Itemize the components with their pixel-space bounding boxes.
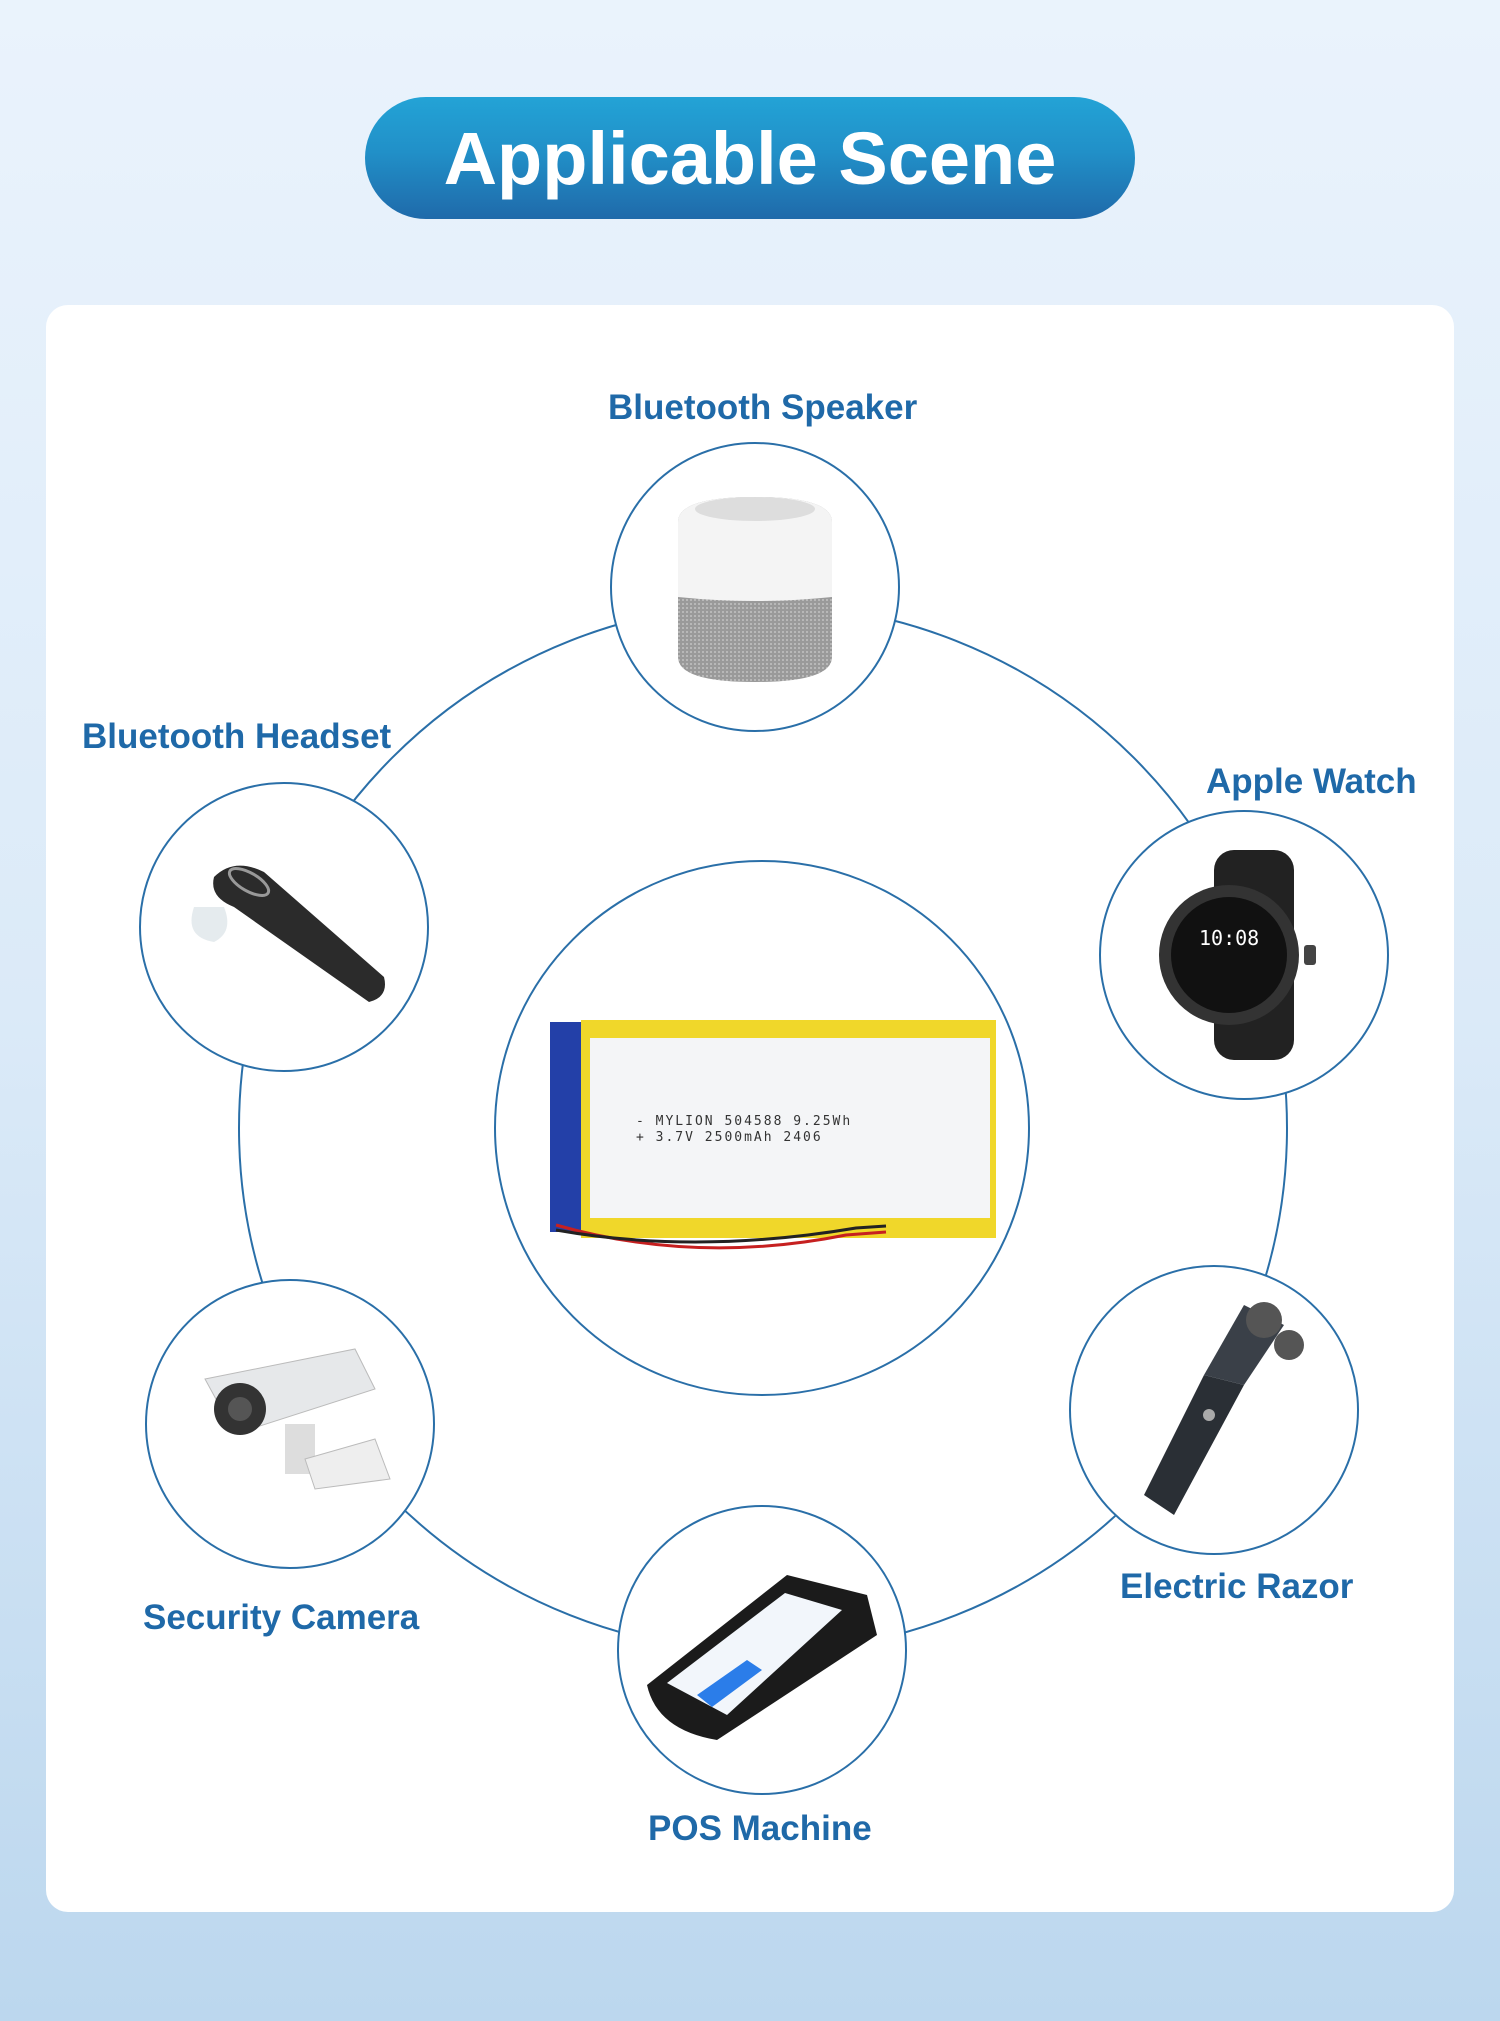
- scene-electric-razor: [1069, 1265, 1359, 1555]
- battery-label-line2: + 3.7V 2500mAh 2406: [636, 1130, 823, 1145]
- scene-label-speaker: Bluetooth Speaker: [608, 388, 918, 427]
- smartwatch-icon: 10:08: [1159, 850, 1316, 1060]
- pos-icon: [647, 1575, 877, 1740]
- scene-label-pos: POS Machine: [648, 1809, 872, 1848]
- scene-label-watch: Apple Watch: [1206, 762, 1417, 801]
- scene-apple-watch: 10:08: [1099, 810, 1389, 1100]
- razor-icon: [1144, 1302, 1304, 1515]
- battery-image-circle: - MYLION 504588 9.25Wh + 3.7V 2500mAh 24…: [494, 860, 1030, 1396]
- battery-label-line1: - MYLION 504588 9.25Wh: [636, 1114, 853, 1129]
- scene-label-camera: Security Camera: [143, 1598, 420, 1637]
- title-banner: Applicable Scene: [365, 97, 1135, 219]
- scene-security-camera: [145, 1279, 435, 1569]
- scene-label-razor: Electric Razor: [1120, 1567, 1354, 1606]
- scene-bluetooth-headset: [139, 782, 429, 1072]
- battery-icon: [550, 1020, 996, 1250]
- svg-text:10:08: 10:08: [1199, 926, 1259, 950]
- scene-pos-machine: [617, 1505, 907, 1795]
- speaker-icon: [678, 497, 832, 682]
- headset-icon: [191, 865, 385, 1002]
- page-title: Applicable Scene: [443, 116, 1057, 200]
- camera-icon: [204, 1348, 391, 1490]
- scene-bluetooth-speaker: [610, 442, 900, 732]
- scene-label-headset: Bluetooth Headset: [82, 717, 392, 756]
